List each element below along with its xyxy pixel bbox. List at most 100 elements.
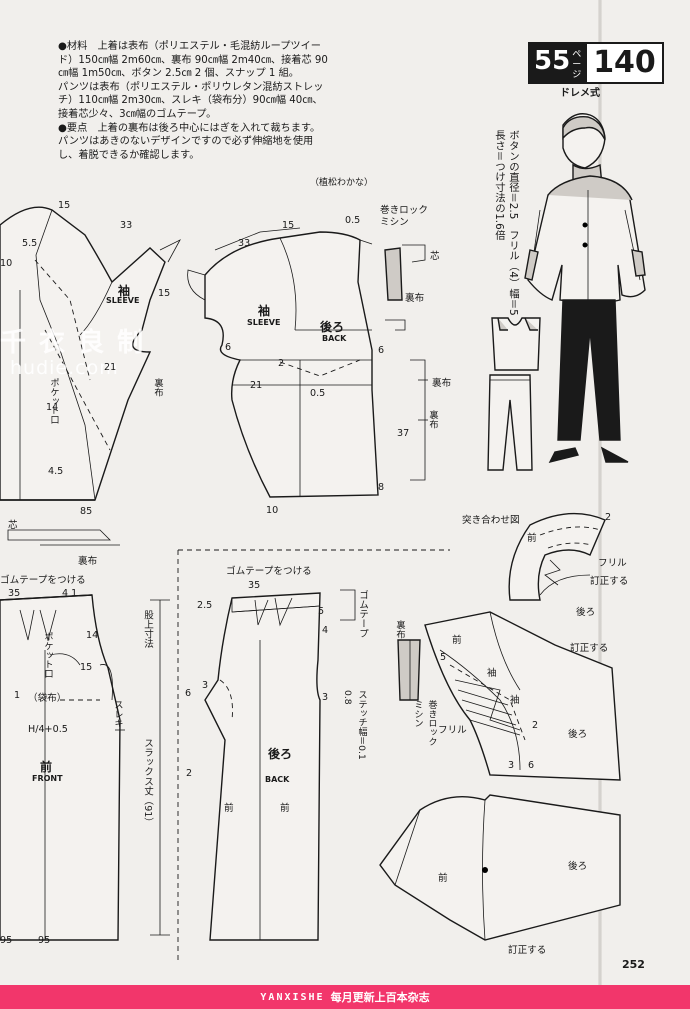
materials-line: ド）150㎝幅 2m60㎝、裏布 90㎝幅 2m40㎝、接着芯 90 xyxy=(58,54,328,66)
dim-2-collar: 2 xyxy=(605,512,612,523)
dim-4-5: 4.5 xyxy=(48,466,64,477)
dress-style-label: ドレメ式 xyxy=(560,88,600,99)
lining-label-top: 裏布 xyxy=(405,293,425,304)
materials-line: チ）110㎝幅 2m30㎝、スレキ（袋布分）90㎝幅 40㎝、 xyxy=(58,95,323,107)
dim-2-diag: 2 xyxy=(532,720,539,731)
dim-6: 6 xyxy=(225,342,232,353)
dim-95-right: 95 xyxy=(38,935,51,946)
dim-8: 8 xyxy=(378,482,385,493)
sleeve-label-diag-2: 袖 xyxy=(510,695,520,706)
book-number: 140 xyxy=(585,42,664,84)
correct-label-top: 訂正する xyxy=(590,576,629,587)
trouser-back-pattern xyxy=(150,549,450,960)
interfacing-label-left: 芯 xyxy=(8,520,18,531)
trouser-front-pattern xyxy=(0,594,125,941)
front-en-pants: FRONT xyxy=(32,774,63,783)
dim-1: 1 xyxy=(14,690,21,701)
materials-line: ㎝幅 1m50㎝、ボタン 2.5㎝ 2 個、スナップ 1 組。 xyxy=(58,68,299,80)
dim-3-pants-right: 3 xyxy=(322,692,329,703)
back-label-collar: 後ろ xyxy=(576,607,596,618)
sleeve-label-left: 袖 xyxy=(118,284,131,298)
materials-line: パンツは表布（ポリエステル・ポリウレタン混紡ストレッ xyxy=(58,81,324,93)
dim-5-5: 5.5 xyxy=(22,238,38,249)
model-illustration xyxy=(524,113,646,464)
front-label-pants: 前 xyxy=(40,760,53,774)
dim-6-mid: 6 xyxy=(378,345,385,356)
matching-collar xyxy=(508,512,606,601)
elastic-tape-note: ゴムテープ xyxy=(357,590,368,638)
back-label-sleeve-diag: 後ろ xyxy=(568,729,588,740)
dim-5-elastic: 5 xyxy=(318,606,325,617)
dim-21-mid: 21 xyxy=(250,380,263,391)
elastic-detail xyxy=(340,589,421,701)
footer-banner: YANXISHE 每月更新上百本杂志 xyxy=(0,985,690,1009)
attach-elastic-left: ゴムテープをつける xyxy=(0,575,86,586)
pocket-bag-label: （袋布） xyxy=(28,693,67,704)
frill-label-top: フリル xyxy=(598,558,627,569)
dim-10: 10 xyxy=(0,258,13,269)
dim-37: 37 xyxy=(397,428,410,439)
dim-3-pants: 3 xyxy=(202,680,209,691)
dim-15-mid: 15 xyxy=(282,220,295,231)
materials-line: パンツはあきのないデザインですので必ず伸縮地を使用 xyxy=(58,136,314,148)
overlock-detail xyxy=(384,244,428,481)
back-en-jacket: BACK xyxy=(322,334,347,343)
page-number: 252 xyxy=(622,958,645,971)
dim-14: 14 xyxy=(46,402,59,413)
lining-label-right: 裏布 xyxy=(427,410,438,429)
pocket-mouth-label-pants: ポケット口 xyxy=(42,632,53,678)
dim-6-diag: 6 xyxy=(528,760,535,771)
sleeve-en-mid: SLEEVE xyxy=(247,318,281,327)
sleeve-label-mid: 袖 xyxy=(258,304,271,318)
interfacing-label-top: 芯 xyxy=(430,251,440,262)
sleeve-label-diag: 袖 xyxy=(487,668,497,679)
reference-badge: 55 ページ 140 xyxy=(528,42,664,84)
dim-4-1: 4 1 xyxy=(62,588,78,599)
dim-15: 15 xyxy=(58,200,71,211)
dim-33-mid: 33 xyxy=(238,238,251,249)
dim-33: 33 xyxy=(120,220,133,231)
dim-5-diag: 5 xyxy=(440,652,447,663)
materials-text: ●材料 上着は表布（ポリエステル・毛混紡ループツイー ド）150㎝幅 2m60㎝… xyxy=(58,40,388,162)
matching-sleeve xyxy=(424,611,621,781)
dim-2: 2 xyxy=(278,358,285,369)
lining-label-vertical: 裏布 xyxy=(152,378,163,397)
sureki-label: スレキ xyxy=(112,700,123,728)
dim-95-left: 95 xyxy=(0,935,13,946)
correct-label-mid: 訂正する xyxy=(570,643,609,654)
dim-2-5: 2.5 xyxy=(197,600,213,611)
dim-35-left: 35 xyxy=(8,588,21,599)
jacket-back-pattern xyxy=(187,227,379,498)
hip-formula-label: H/4+0.5 xyxy=(28,724,68,735)
dim-0-5b: 0.5 xyxy=(310,388,326,399)
dim-3-diag: 3 xyxy=(508,760,515,771)
dim-4-elastic: 4 xyxy=(322,625,329,636)
dim-21-left: 21 xyxy=(104,362,117,373)
materials-line: し、着脱できるか確認します。 xyxy=(58,149,200,161)
dim-2-pants: 2 xyxy=(186,768,193,779)
overlock-note-top: 巻きロック ミシン xyxy=(380,205,428,228)
dim-15-pants: 15 xyxy=(80,662,93,673)
materials-line: 接着芯少々、3㎝幅のゴムテープ。 xyxy=(58,108,217,120)
dim-10-mid: 10 xyxy=(266,505,279,516)
front-label-body-diag: 前 xyxy=(438,873,448,884)
inseam-note: 股上寸法 xyxy=(142,610,153,649)
dim-14-pants: 14 xyxy=(86,630,99,641)
correct-label-bottom: 訂正する xyxy=(508,945,547,956)
dim-15-side: 15 xyxy=(158,288,171,299)
front-collar-label: 前 xyxy=(527,533,537,544)
footer-tagline: 每月更新上百本杂志 xyxy=(330,991,430,1004)
materials-line: ●材料 上着は表布（ポリエステル・毛混紡ループツイー xyxy=(58,41,321,52)
flat-sketch-top xyxy=(491,317,541,371)
dim-35-mid: 35 xyxy=(248,580,261,591)
back-label-pants: 後ろ xyxy=(268,747,293,761)
lining-label-mid: 裏布 xyxy=(432,378,452,389)
slacks-length-note: スラックス丈（91） xyxy=(142,738,153,828)
flat-sketch-pants xyxy=(487,374,533,471)
ref-page-number: 55 xyxy=(528,42,573,84)
matching-diagram-title: 突き合わせ図 xyxy=(462,515,520,526)
pocket-mouth-label: ポケット口 xyxy=(48,378,59,424)
materials-line: ●要点 上着の裏布は後ろ中心にはぎを入れて裁ちます。 xyxy=(58,122,321,134)
ref-page-kana: ページ xyxy=(572,42,586,84)
